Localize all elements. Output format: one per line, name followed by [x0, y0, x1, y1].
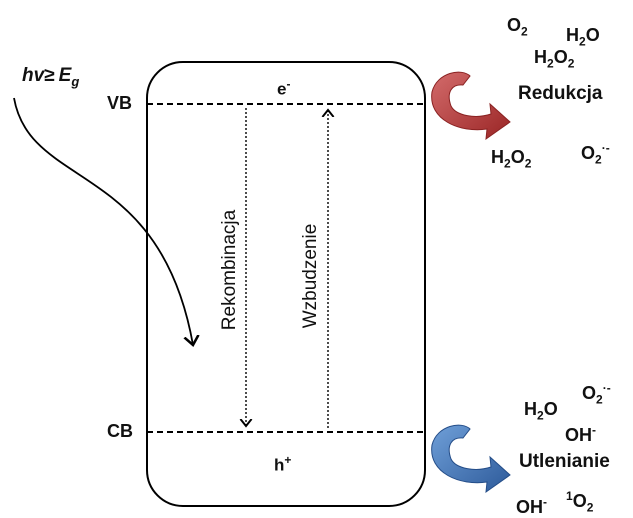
vb-label: VB — [107, 93, 133, 113]
electron-label: e- — [277, 78, 290, 98]
cb-label: CB — [107, 421, 133, 441]
reduction-arrow — [431, 71, 511, 141]
recombination-label: Rekombinacja — [219, 209, 240, 331]
reduction-h2o2-bottom: H2O2 — [491, 147, 532, 171]
light-arrow — [13, 97, 193, 345]
frequency-nu: v — [33, 65, 45, 86]
energy-gap-g: g — [71, 73, 80, 89]
oxidation-superoxide: O2·- — [582, 381, 611, 407]
oxidation-label: Utlenianie — [519, 451, 610, 472]
reduction-superoxide: O2·- — [581, 141, 610, 167]
hole-symbol: h — [274, 455, 285, 475]
hole-charge: + — [284, 453, 292, 467]
reduction-label: Redukcja — [518, 83, 603, 104]
oxidation-hydroxide-bottom: OH- — [516, 495, 547, 517]
oxidation-singlet-oxygen: 1O2 — [566, 489, 594, 515]
reduction-h2o2-top: H2O2 — [534, 47, 575, 71]
oxidation-arrow — [431, 424, 511, 494]
energy-E: E — [58, 65, 72, 86]
ge-sign: ≥ — [44, 65, 55, 86]
electron-symbol: e — [277, 79, 287, 99]
electron-charge: - — [286, 77, 291, 91]
hole-label: h+ — [274, 454, 291, 474]
reduction-h2o: H2O — [566, 25, 600, 49]
excitation-label: Wzbudzenie — [300, 223, 321, 329]
planck-h: h — [22, 65, 34, 86]
oxidation-hydroxide-mid: OH- — [565, 423, 596, 445]
light-label: hv≥Eg — [22, 66, 79, 88]
oxidation-h2o: H2O — [524, 399, 558, 423]
semiconductor-box — [146, 61, 426, 507]
reduction-o2: O2 — [507, 15, 528, 39]
